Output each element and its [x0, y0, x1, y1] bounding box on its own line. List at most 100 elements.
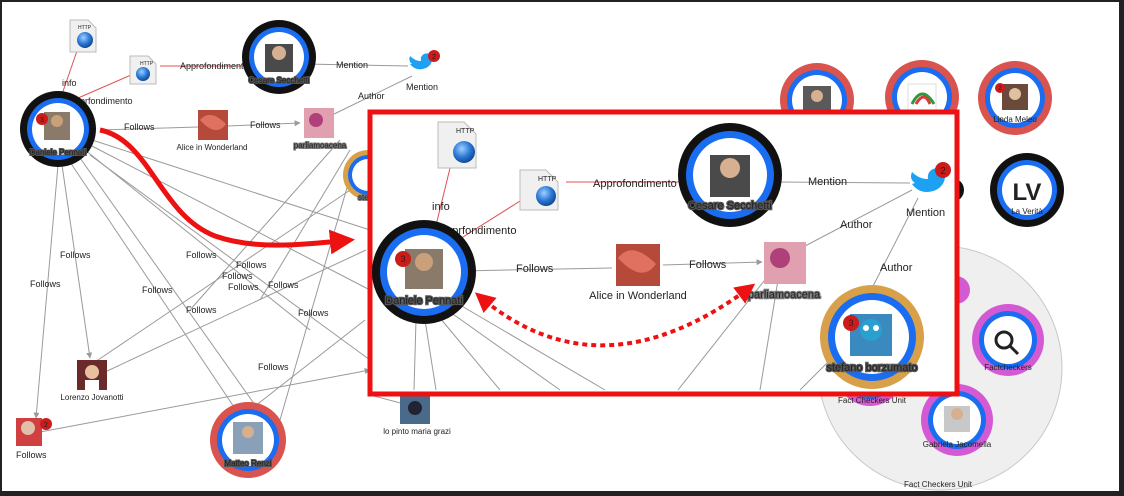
node-label: Daniele Pennati	[385, 295, 463, 307]
edge	[227, 120, 301, 127]
node-label: parliamoacena	[748, 289, 821, 301]
edge-label: Follows	[186, 250, 217, 260]
edge	[61, 164, 93, 359]
badge-count: 2	[432, 54, 436, 61]
badge-count: 3	[848, 318, 853, 328]
node-twitter[interactable]: 2 Mention	[406, 50, 440, 92]
edge-label: apprfondimento	[70, 96, 133, 106]
edge	[69, 161, 237, 411]
node-alice-in-wonderland[interactable]: Alice in Wonderland	[176, 110, 248, 152]
edge	[459, 267, 613, 274]
edge-label: Follows	[258, 362, 289, 372]
count-badge	[995, 83, 1005, 93]
node-label: Matteo Renzi	[224, 459, 271, 468]
node-linda-meleo[interactable]: 2 Linda Meleo	[978, 61, 1052, 135]
badge-count: 2	[998, 86, 1002, 92]
edge	[777, 181, 911, 184]
edge-label: Follows	[186, 305, 217, 315]
edge-label: Follows	[30, 279, 61, 289]
edge-label: Follows	[689, 259, 727, 271]
http-document-icon[interactable]: HTTP	[69, 19, 97, 53]
count-badge	[428, 50, 440, 62]
http-text: HTTP	[140, 61, 154, 67]
node-daniele-pennati-zoom[interactable]: 3 Daniele Pennati	[372, 220, 476, 324]
badge-count: 3	[400, 254, 405, 264]
edge	[89, 144, 371, 291]
http-text: HTTP	[78, 25, 92, 31]
edge	[39, 368, 371, 433]
edge-label: info	[432, 201, 450, 213]
edge	[99, 126, 199, 131]
node-label: Cesare Secchetti	[249, 76, 310, 85]
node-label: stefano borzumato	[826, 362, 917, 374]
edge-label: Mention	[336, 60, 368, 70]
node-label: parliamoacena	[294, 141, 347, 150]
node-label: Factcheckers	[984, 363, 1032, 372]
edge-label: Follows	[298, 308, 329, 318]
edge-label: Mention	[906, 207, 945, 219]
edge-label: Mention	[406, 82, 438, 92]
badge-count: 3	[40, 117, 44, 124]
http-document-icon[interactable]: HTTP	[129, 55, 157, 85]
node-lo-pinto[interactable]: lo pinto maria grazi	[383, 396, 451, 436]
edge	[79, 157, 256, 406]
node-cesare-secchetti-zoom[interactable]: Cesare Secchetti	[678, 123, 782, 227]
curved-red-arrow-icon	[99, 127, 355, 255]
edge	[662, 259, 763, 266]
dotted-connection-arrow	[474, 283, 756, 348]
node-lorenzo-jovanotti[interactable]: Lorenzo Jovanotti	[60, 360, 124, 402]
node-bottom-left[interactable]: 2 Follows	[16, 418, 52, 460]
edge	[279, 159, 356, 421]
edge	[249, 319, 366, 411]
node-label: Alice in Wonderland	[589, 290, 687, 302]
node-factcheckers[interactable]: Factcheckers	[972, 304, 1044, 376]
edge-label: info	[62, 78, 77, 88]
node-matteo-renzi[interactable]: Matteo Renzi	[210, 402, 286, 478]
node-label: Lorenzo Jovanotti	[60, 393, 123, 402]
edge-label: Follows	[60, 250, 91, 260]
node-label: Gabriela Jacomella	[923, 440, 992, 449]
la-verita-logo-icon: LV	[1013, 179, 1042, 206]
edge	[459, 304, 606, 391]
node-la-verita[interactable]: LV La Verità	[990, 153, 1064, 227]
edge-label: Follows	[124, 122, 155, 132]
edge	[303, 63, 409, 67]
count-badge	[36, 113, 48, 125]
edge	[94, 179, 366, 363]
edge-label: Follows	[228, 282, 259, 292]
node-parliamoacena-zoom[interactable]: parliamoacena	[747, 242, 822, 302]
edge-label: Author	[880, 262, 913, 274]
edge-label: Approfondimento	[593, 178, 677, 190]
edge-label: Follows	[516, 263, 554, 275]
node-label: Alice in Wonderland	[176, 143, 247, 152]
edge	[413, 319, 417, 391]
node-cesare-secchetti[interactable]: Cesare Secchetti	[242, 20, 316, 94]
http-document-icon[interactable]: HTTP	[437, 121, 477, 169]
node-label: Fact Checkers Unit	[838, 396, 907, 405]
node-daniele-pennati[interactable]: 3 Daniele Pennati	[20, 91, 96, 167]
edge	[189, 139, 341, 311]
node-label: Linda Meleo	[993, 115, 1037, 124]
node-stefano-borzumato-zoom[interactable]: 3 stefano borzumato	[820, 285, 924, 389]
cluster-label: Fact Checkers Unit	[904, 480, 973, 489]
edge	[804, 189, 913, 247]
edge	[869, 197, 919, 293]
edge-label: Follows	[222, 271, 253, 281]
node-label: lo pinto maria grazi	[383, 427, 451, 436]
zoom-edge-labels: info apprfondimento Approfondimento Ment…	[432, 176, 913, 275]
node-twitter-zoom[interactable]: 2 Mention	[906, 162, 951, 219]
edge	[424, 319, 437, 391]
edge-label: Mention	[808, 176, 847, 188]
node-parliamoacena[interactable]: parliamoacena	[293, 108, 348, 151]
count-badge	[843, 315, 859, 331]
edge-label: Follows	[16, 450, 47, 460]
edge	[84, 149, 311, 331]
http-document-icon[interactable]: HTTP	[519, 169, 559, 211]
edge	[33, 164, 59, 419]
edge-label: Follows	[268, 280, 299, 290]
edge	[104, 249, 367, 373]
magnifier-icon	[994, 330, 1014, 350]
edge-label: Follows	[236, 260, 267, 270]
node-gabriela-jacomella[interactable]: Gabriela Jacomella	[921, 384, 993, 456]
edge-label: Follows	[142, 285, 173, 295]
